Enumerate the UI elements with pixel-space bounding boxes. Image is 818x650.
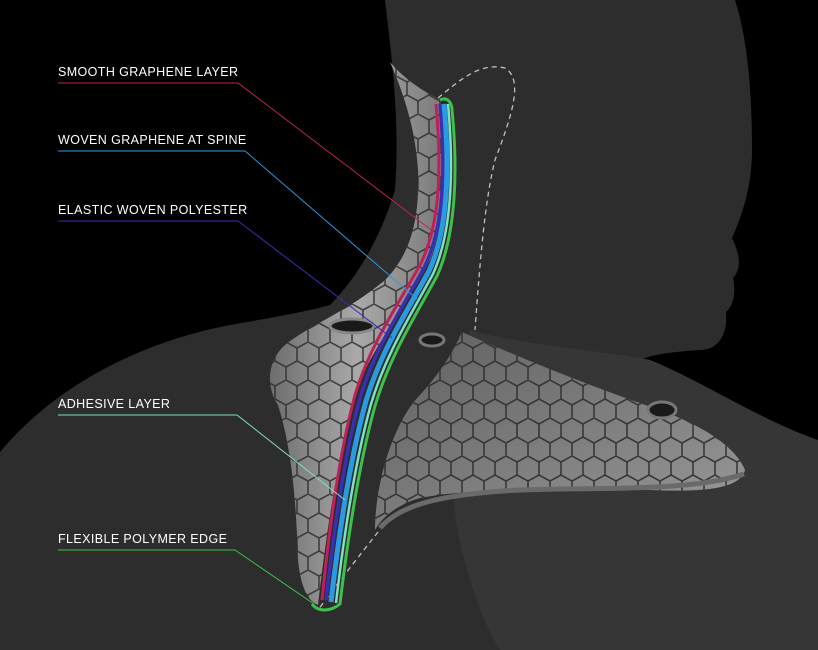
layer-smooth-graphene xyxy=(320,103,441,601)
layer-elastic-polyester xyxy=(324,103,445,601)
hidden-neck-outline xyxy=(437,66,516,331)
label-woven-graphene: WOVEN GRAPHENE AT SPINE xyxy=(58,133,419,301)
strap-slot-side xyxy=(418,332,446,348)
label-text-smooth-graphene: SMOOTH GRAPHENE LAYER xyxy=(58,65,238,79)
brace-rear-wing-hex xyxy=(375,332,745,530)
strap-slot-top xyxy=(328,317,376,335)
label-text-woven-graphene: WOVEN GRAPHENE AT SPINE xyxy=(58,133,247,147)
brace-rear-wing-rim xyxy=(378,471,745,530)
strap-slot-right xyxy=(646,400,678,420)
label-smooth-graphene: SMOOTH GRAPHENE LAYER xyxy=(58,65,435,233)
leader-flexible-polymer-edge-d xyxy=(234,549,315,605)
layer-flexible-polymer-edge xyxy=(310,97,457,612)
layer-woven-graphene xyxy=(328,103,450,603)
label-elastic-polyester: ELASTIC WOVEN POLYESTER xyxy=(58,203,393,339)
label-text-flexible-polymer-edge: FLEXIBLE POLYMER EDGE xyxy=(58,532,227,546)
leader-woven-graphene-d xyxy=(244,150,419,301)
leader-adhesive-d xyxy=(236,414,346,501)
label-adhesive: ADHESIVE LAYER xyxy=(58,397,346,501)
label-text-elastic-polyester: ELASTIC WOVEN POLYESTER xyxy=(58,203,248,217)
leader-smooth-graphene-d xyxy=(237,82,435,233)
label-text-adhesive: ADHESIVE LAYER xyxy=(58,397,170,411)
leader-elastic-polyester-d xyxy=(237,220,393,339)
label-flexible-polymer-edge: FLEXIBLE POLYMER EDGE xyxy=(58,532,315,605)
layer-adhesive xyxy=(334,103,453,604)
hidden-back-outline xyxy=(317,531,379,611)
